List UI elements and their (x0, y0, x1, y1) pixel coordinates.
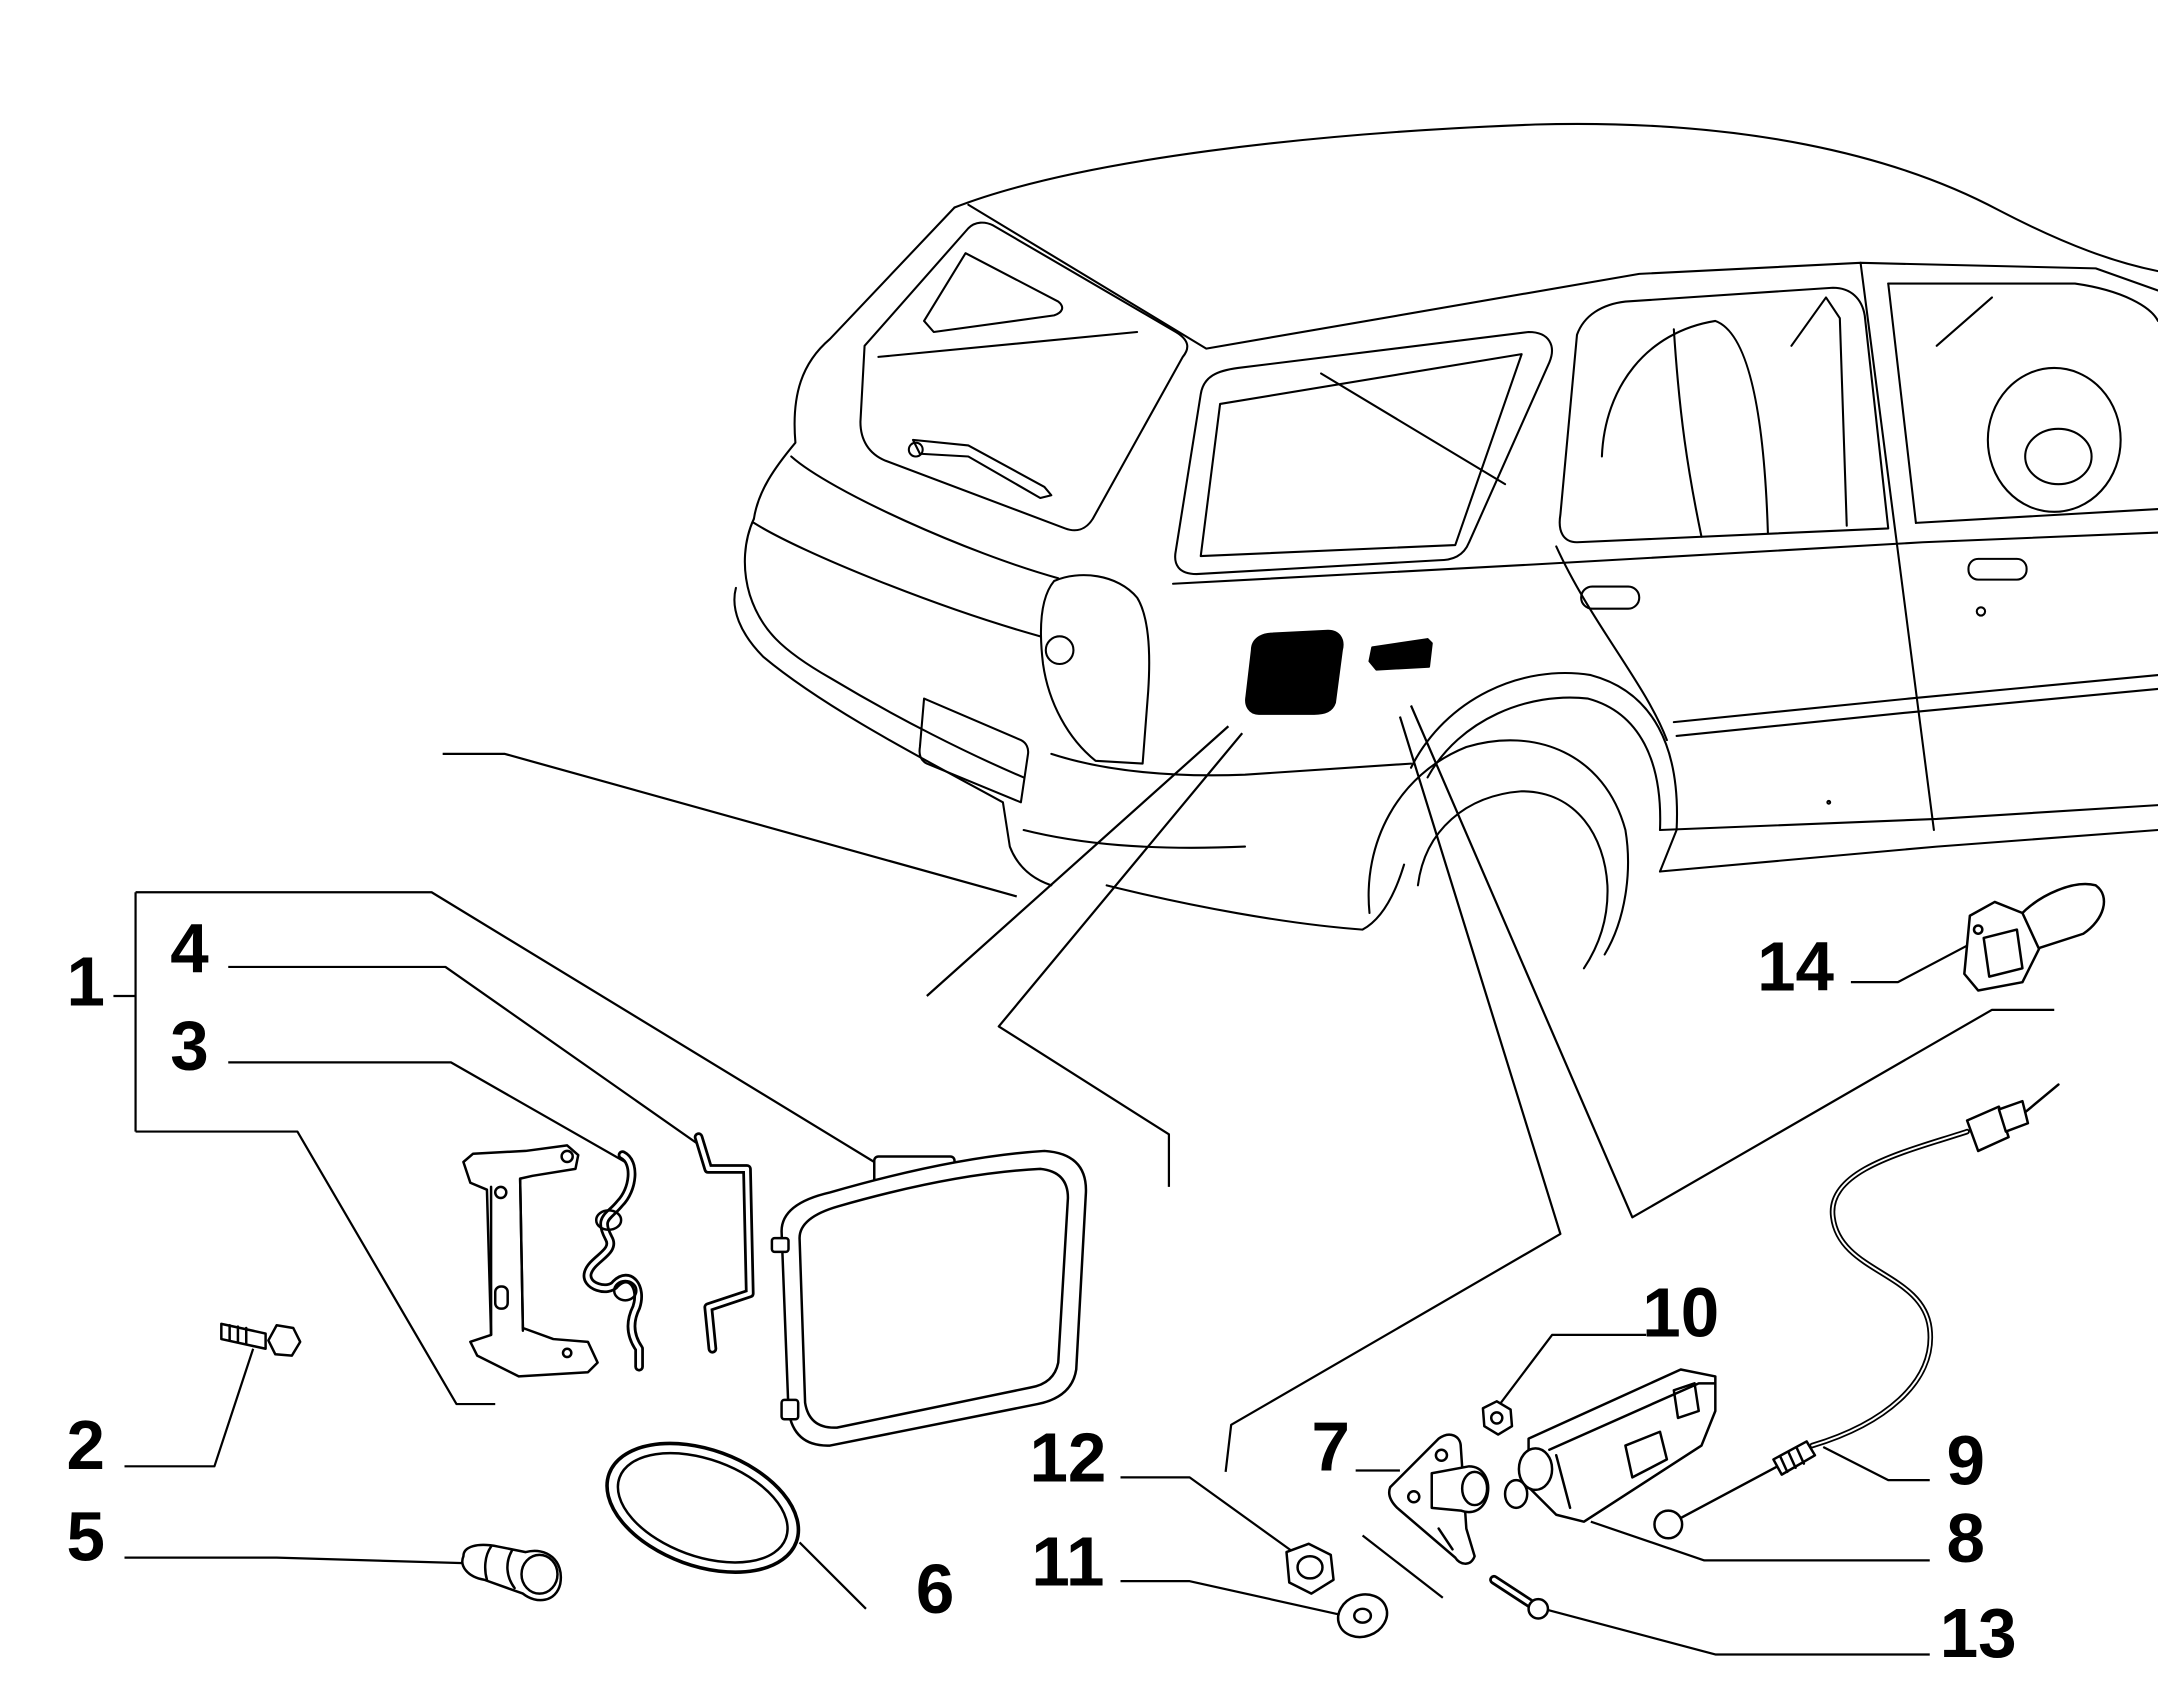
callout-label-4: 4 (170, 909, 209, 987)
rear-door-handle (1580, 585, 1641, 610)
release-actuator (1503, 1368, 1717, 1523)
hinge-bracket (462, 1144, 599, 1378)
rear-door-window (1558, 286, 1890, 544)
plug (461, 1543, 563, 1602)
callout-label-7: 7 (1312, 1407, 1350, 1485)
release-location (1368, 638, 1433, 671)
callout-label-3: 3 (170, 1006, 208, 1084)
screw (1489, 1574, 1550, 1620)
vehicle-outline (733, 122, 2158, 970)
bolt (220, 1322, 302, 1357)
release-cable (1653, 1083, 2060, 1540)
callout-label-14: 14 (1757, 927, 1834, 1005)
small-nut (1481, 1400, 1514, 1436)
quarter-window (1174, 330, 1553, 576)
fuel-door-gasket (605, 1441, 801, 1574)
plate-recess (918, 697, 1030, 804)
callout-labels: 1 2 3 4 5 6 7 8 9 10 11 12 13 14 (67, 909, 2017, 1672)
callout-label-13: 13 (1940, 1594, 2017, 1672)
callout-label-1: 1 (67, 943, 105, 1021)
nut (1285, 1542, 1335, 1595)
callout-label-10: 10 (1642, 1273, 1719, 1351)
callout-label-5: 5 (67, 1497, 105, 1575)
steering-wheel (1986, 366, 2122, 513)
leader-lines (113, 705, 2055, 1656)
callout-label-2: 2 (67, 1406, 105, 1484)
release-handle (1963, 882, 2106, 992)
fuel-door-panel (770, 1149, 1088, 1447)
front-door-handle (1967, 557, 2028, 581)
spring (582, 1150, 644, 1372)
washer (1336, 1593, 1389, 1639)
rear-bumper (743, 517, 1025, 779)
tail-light (1039, 574, 1151, 765)
callout-label-9: 9 (1946, 1421, 1984, 1499)
callout-label-12: 12 (1029, 1419, 1106, 1497)
fuel-door-location (1245, 629, 1344, 715)
rear-wiper (911, 438, 1053, 500)
release-bracket (1387, 1433, 1490, 1565)
callout-label-11: 11 (1031, 1522, 1104, 1600)
callout-label-8: 8 (1946, 1499, 1984, 1577)
rear-wheel (1367, 739, 1630, 956)
rear-window (859, 221, 1189, 532)
callout-label-6: 6 (916, 1550, 954, 1628)
wheel-arch (1409, 671, 1679, 873)
hinge-rod (693, 1132, 755, 1354)
